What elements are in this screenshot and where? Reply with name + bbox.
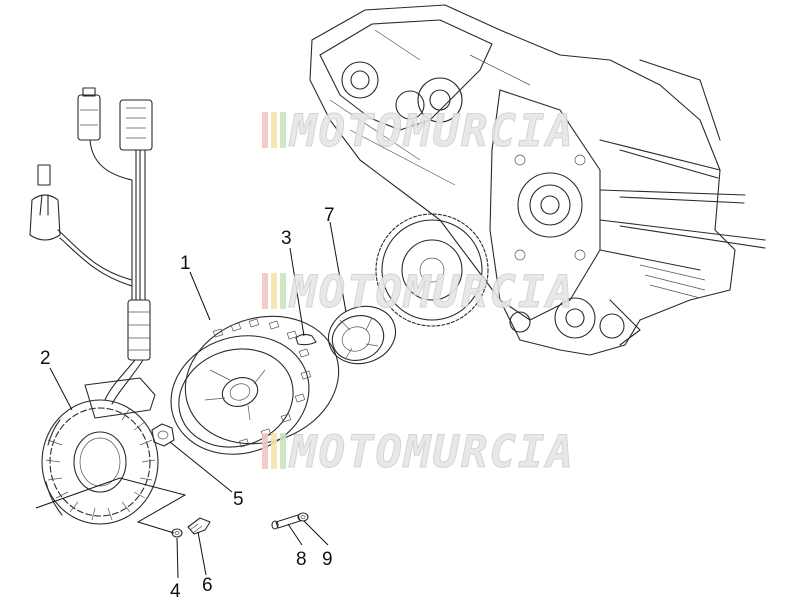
nut-part-5 [151, 423, 175, 447]
watermark-stripe [280, 112, 286, 148]
watermark-stripe [271, 273, 277, 309]
clutch-part-7 [327, 305, 397, 365]
leader-lines [35, 221, 347, 579]
watermark-stripe [280, 273, 286, 309]
starter-gear [375, 213, 489, 327]
watermark-stripe [262, 433, 268, 469]
key-part-3 [295, 333, 317, 346]
watermark-stripe [262, 273, 268, 309]
callout-5: 5 [233, 489, 244, 510]
callout-8: 8 [296, 549, 307, 570]
screw-part-8 [271, 514, 301, 530]
watermark-middle: MOTOMURCIA [262, 267, 575, 319]
callout-2: 2 [40, 348, 51, 369]
callout-7: 7 [324, 205, 335, 226]
watermark-text: MOTOMURCIA [288, 267, 575, 318]
engine-crankcase [309, 4, 766, 356]
washer-part-4 [171, 528, 183, 538]
watermark-stripe [271, 433, 277, 469]
callout-6: 6 [202, 575, 213, 596]
callout-3: 3 [281, 228, 292, 249]
washer-part-9 [297, 512, 309, 522]
watermark-text: MOTOMURCIA [288, 427, 575, 478]
wiring-harness [29, 87, 153, 405]
watermark-stripe [271, 112, 277, 148]
screw-part-6 [187, 517, 211, 535]
callout-4: 4 [170, 581, 181, 600]
callout-1: 1 [180, 253, 191, 274]
stator-part-2 [41, 377, 159, 525]
watermark-bottom: MOTOMURCIA [262, 427, 575, 479]
callout-9: 9 [322, 549, 333, 570]
watermark-text: MOTOMURCIA [288, 106, 575, 157]
watermark-stripe [280, 433, 286, 469]
watermark-stripe [262, 112, 268, 148]
watermark-top: MOTOMURCIA [262, 106, 575, 158]
